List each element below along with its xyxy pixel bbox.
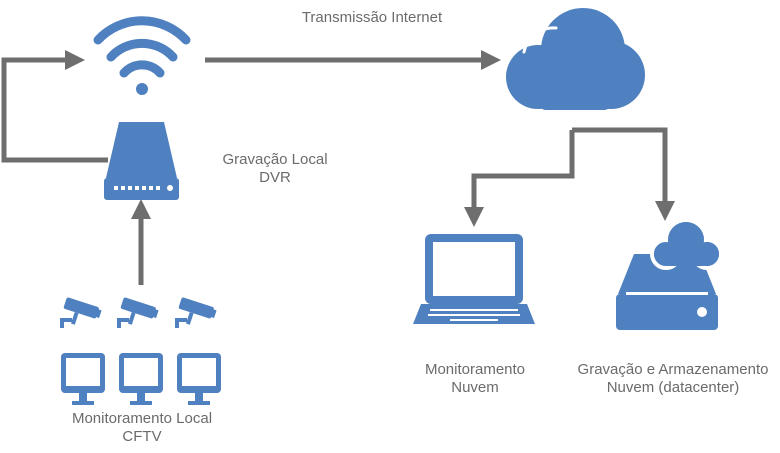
cloud-storage-icon: [616, 218, 723, 330]
internet-transmission-label: Transmissão Internet: [272, 9, 472, 27]
datacenter-line1: Gravação e Armazenamento: [577, 361, 769, 378]
cftv-line1: Monitoramento Local: [71, 410, 213, 427]
wifi-icon: [93, 16, 191, 95]
internet-transmission-text: Transmissão Internet: [301, 9, 443, 26]
monitor-icon: [61, 353, 105, 405]
cctv-camera-icon: [117, 297, 159, 328]
cftv-line2: CFTV: [122, 428, 162, 445]
cctv-camera-icon: [175, 297, 217, 328]
dvr-icon: [104, 122, 179, 200]
monitor-icon: [177, 353, 221, 405]
monitor-icon: [119, 353, 163, 405]
cloud-monitoring-line1: Monitoramento: [424, 361, 526, 378]
cctv-camera-icon: [60, 297, 102, 328]
datacenter-line2: Nuvem (datacenter): [606, 379, 740, 396]
cloud-monitoring-line2: Nuvem: [451, 379, 499, 396]
datacenter-label: Gravação e Armazenamento Nuvem (datacent…: [567, 361, 779, 397]
cloud-monitoring-label: Monitoramento Nuvem: [405, 361, 545, 397]
laptop-icon: [413, 234, 535, 324]
dvr-label-line2: DVR: [259, 169, 291, 186]
arrow-cloud-to-laptop: [464, 130, 575, 227]
cftv-label: Monitoramento Local CFTV: [52, 410, 232, 446]
arrow-cloud-to-datacenter: [572, 127, 675, 221]
dvr-label: Gravação Local DVR: [200, 151, 350, 187]
cloud-icon: [506, 8, 645, 110]
dvr-label-line1: Gravação Local: [222, 151, 328, 168]
arrow-dvr-to-wifi: [1, 50, 108, 163]
